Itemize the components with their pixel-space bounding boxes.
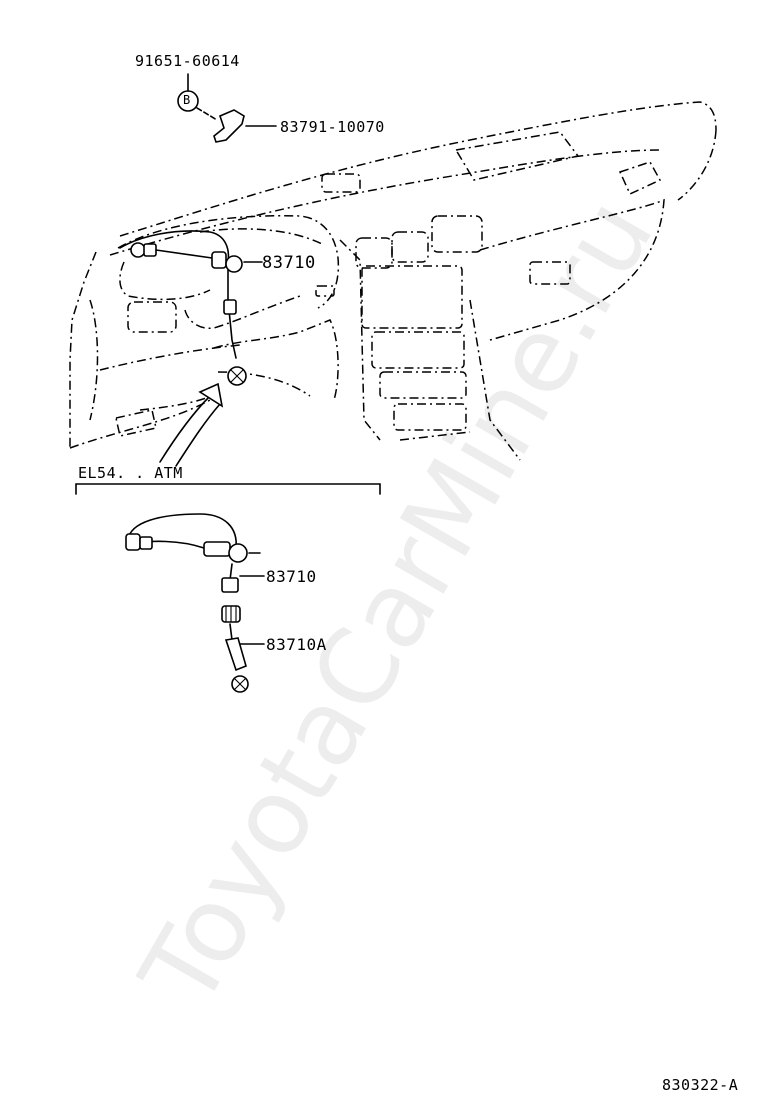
figure-code: 830322-A bbox=[662, 1076, 739, 1094]
callout-cable-atm: 83710 bbox=[266, 567, 317, 586]
callout-clamp-number: 83791-10070 bbox=[280, 118, 385, 136]
callout-bolt-marker: B bbox=[183, 93, 191, 107]
speedometer-cable bbox=[119, 230, 263, 386]
location-arrow bbox=[159, 382, 224, 467]
callout-bolt-number: 91651-60614 bbox=[135, 52, 240, 70]
dashboard-outline bbox=[69, 101, 717, 461]
atm-section-bracket bbox=[75, 483, 381, 495]
callout-cable-atm-sub: 83710A bbox=[266, 635, 327, 654]
section-title-atm: EL54. . ATM bbox=[78, 464, 183, 482]
atm-cable-assembly bbox=[125, 513, 265, 693]
callout-cable-main: 83710 bbox=[262, 253, 316, 273]
bolt-assembly bbox=[177, 73, 277, 143]
